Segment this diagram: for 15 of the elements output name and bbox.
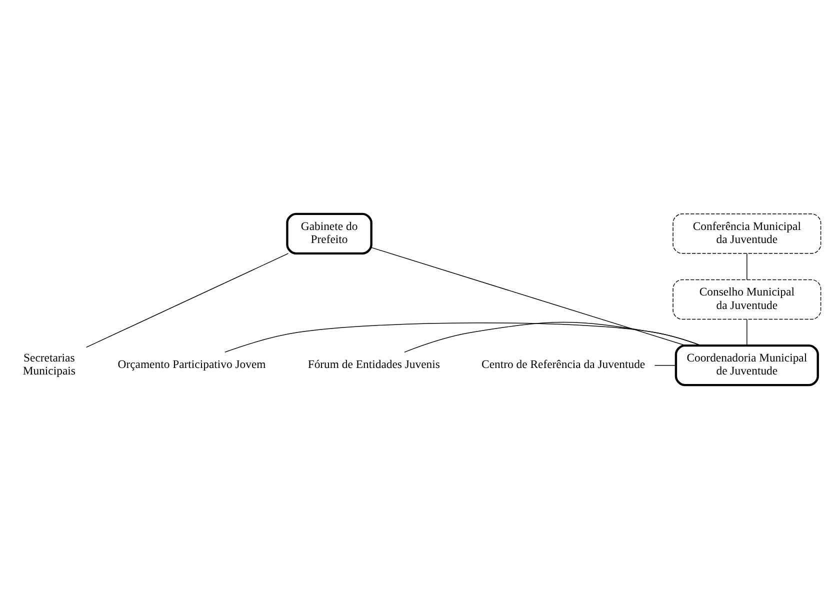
node-box: Conselho Municipal da Juventude bbox=[672, 278, 822, 320]
node-text: Secretarias Municipais bbox=[22, 351, 76, 378]
connector bbox=[654, 364, 676, 366]
connector bbox=[86, 252, 289, 348]
connector bbox=[746, 252, 748, 280]
node-text: Fórum de Entidades Juvenis bbox=[308, 358, 440, 371]
node-box: Gabinete do Prefeito bbox=[286, 212, 372, 254]
connector bbox=[404, 321, 702, 352]
connector bbox=[371, 246, 686, 346]
connector bbox=[224, 322, 702, 352]
connector bbox=[746, 318, 748, 346]
node-box: Conferência Municipal da Juventude bbox=[672, 213, 822, 254]
node-text: Orçamento Participativo Jovem bbox=[118, 358, 266, 371]
node-text: Centro de Referência da Juventude bbox=[482, 358, 646, 371]
node-box: Coordenadoria Municipal de Juventude bbox=[674, 344, 819, 386]
